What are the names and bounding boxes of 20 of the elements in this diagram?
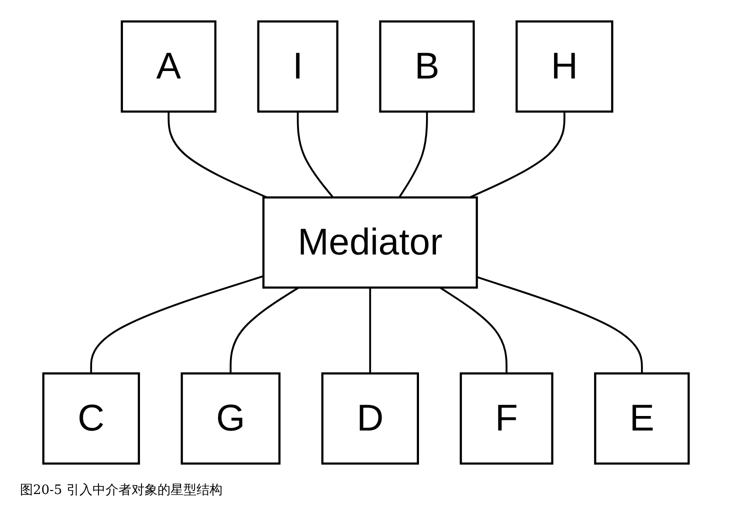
node-box: H [516, 20, 614, 113]
connector [296, 112, 334, 198]
figure-caption: 图20-5 引入中介者对象的星型结构 [20, 483, 222, 498]
node-box: I [257, 20, 338, 113]
connector [90, 275, 264, 374]
node-box: D [321, 372, 419, 465]
connector [476, 276, 643, 374]
connector [398, 112, 428, 198]
connector [469, 112, 566, 198]
node-box: Mediator [262, 196, 478, 289]
connector [230, 286, 300, 374]
node-box: B [379, 20, 475, 113]
node-box: G [180, 372, 281, 465]
node-box: C [42, 372, 140, 465]
node-box: E [594, 372, 690, 465]
connector [168, 112, 268, 198]
connector [369, 288, 372, 374]
connector [440, 286, 508, 374]
node-box: A [120, 20, 216, 113]
node-box: F [460, 372, 554, 465]
